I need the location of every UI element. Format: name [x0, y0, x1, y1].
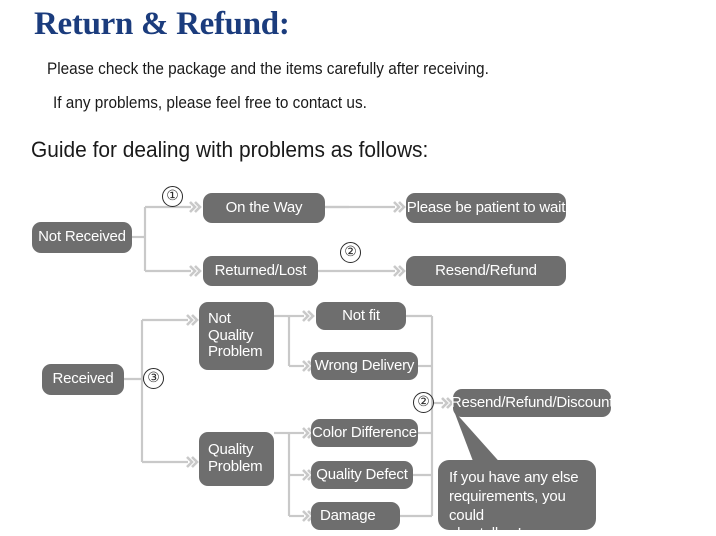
- callout-tail: [454, 411, 504, 469]
- page-title: Return & Refund:: [34, 6, 290, 42]
- node-resend-refund[interactable]: Resend/Refund: [406, 256, 566, 286]
- node-color-difference[interactable]: Color Difference: [311, 419, 418, 447]
- node-please-be-patient[interactable]: Please be patient to wait: [406, 193, 566, 223]
- step-marker-3: ③: [143, 368, 164, 389]
- step-marker-2-top: ②: [340, 242, 361, 263]
- step-marker-2-bottom: ②: [413, 392, 434, 413]
- step-marker-1: ①: [162, 186, 183, 207]
- node-quality-defect[interactable]: Quality Defect: [311, 461, 413, 489]
- intro-line-1: Please check the package and the items c…: [47, 60, 489, 78]
- node-resend-refund-discount[interactable]: Resend/Refund/Discount: [451, 389, 613, 417]
- guide-heading: Guide for dealing with problems as follo…: [31, 137, 429, 162]
- node-damage[interactable]: Damage: [311, 502, 400, 530]
- callout-bubble: If you have any else requirements, you c…: [438, 460, 596, 536]
- node-on-the-way[interactable]: On the Way: [203, 193, 325, 223]
- node-not-received[interactable]: Not Received: [32, 222, 132, 253]
- node-wrong-delivery[interactable]: Wrong Delivery: [311, 352, 418, 380]
- node-returned-lost[interactable]: Returned/Lost: [203, 256, 318, 286]
- node-quality-problem[interactable]: Quality Problem: [199, 432, 274, 486]
- node-received[interactable]: Received: [42, 364, 124, 395]
- node-not-quality-problem[interactable]: Not Quality Problem: [199, 302, 274, 370]
- node-not-fit[interactable]: Not fit: [316, 302, 406, 330]
- intro-line-2: If any problems, please feel free to con…: [53, 94, 367, 112]
